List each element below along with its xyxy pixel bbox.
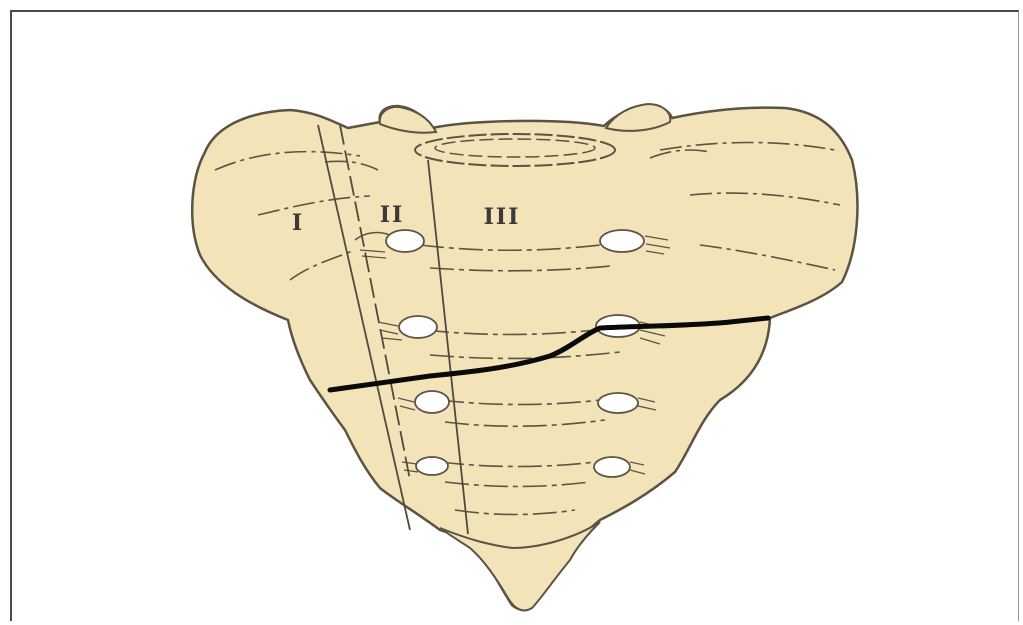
superior-articular-right [606,104,670,131]
sacrum-outline [192,106,857,610]
zone-label-2: II [380,202,405,228]
zone-label-1: I [292,210,304,236]
zone-label-3: III [484,204,521,230]
